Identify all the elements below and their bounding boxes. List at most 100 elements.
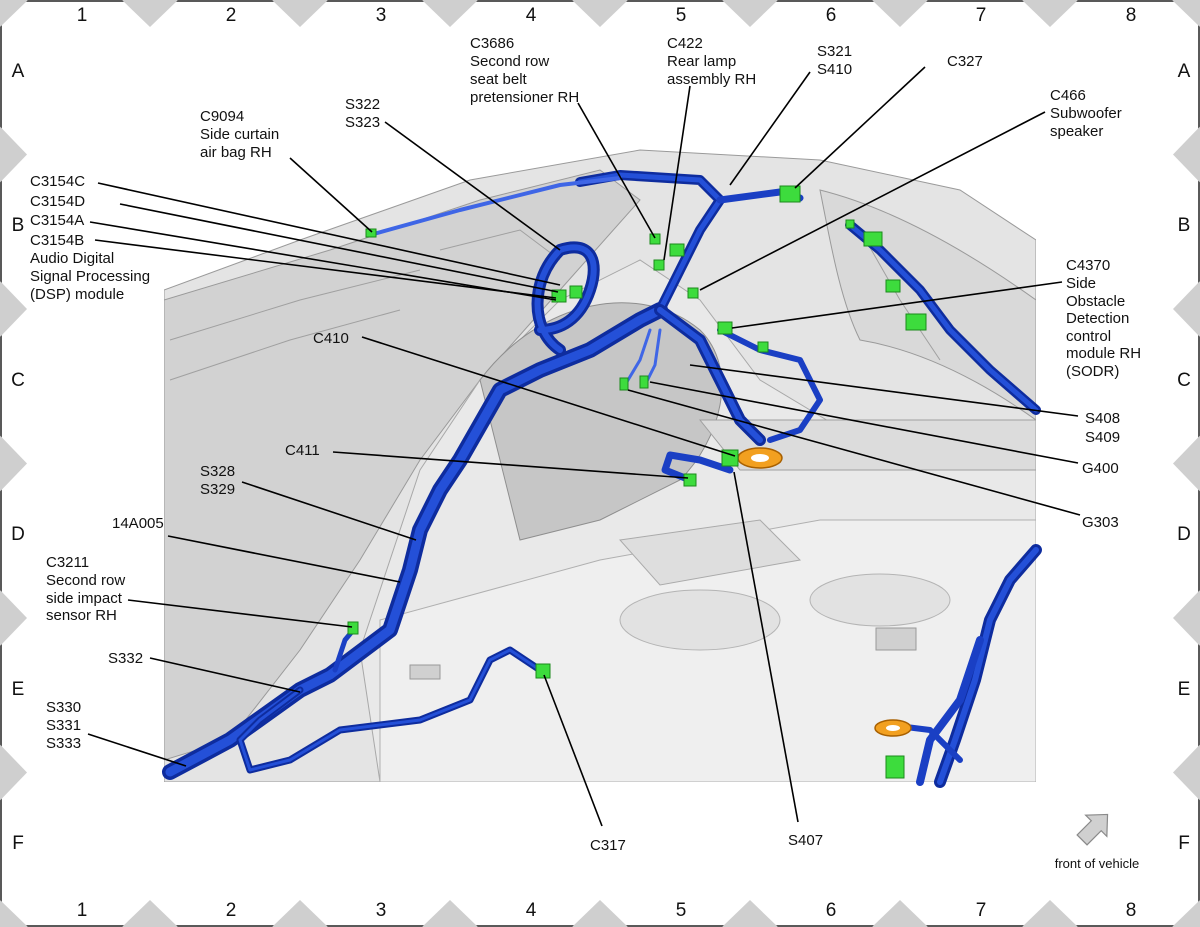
ground-points [737, 447, 912, 737]
grid-marker [1173, 590, 1200, 646]
label-14a005: 14A005 [112, 515, 164, 532]
orientation-label: front of vehicle [1055, 856, 1140, 871]
grid-col-label: 5 [676, 5, 687, 26]
label-g303: G303 [1082, 514, 1119, 531]
label-c422-code: C422 [667, 35, 703, 52]
connector-c422 [669, 243, 685, 257]
grid-marker [722, 0, 778, 27]
callout-c410: C410 [313, 330, 349, 347]
connector-c411 [683, 473, 697, 487]
grid-marker [122, 900, 178, 927]
grid-col-label: 6 [826, 5, 837, 26]
callout-s407: S407 [788, 832, 823, 849]
grid-row-label: D [1177, 524, 1191, 545]
connector-c4370 [863, 231, 883, 247]
label-c466-desc: speaker [1050, 123, 1103, 140]
label-c3211-desc: Second row [46, 572, 125, 589]
label-c4370-desc: Detection [1066, 310, 1129, 327]
label-c3686-desc: Second row [470, 53, 549, 70]
connectors [347, 185, 927, 779]
grid-marker [1022, 0, 1078, 27]
label-s331: S331 [46, 717, 81, 734]
grid-row-label: D [11, 524, 25, 545]
connector-g303 [619, 377, 629, 391]
grid-col-label: 3 [376, 5, 387, 26]
callout-c411: C411 [285, 442, 320, 459]
callout-c3211: C3211 Second row side impact sensor RH [46, 554, 125, 624]
connector-c4370 [905, 313, 927, 331]
grid-marker [0, 0, 28, 27]
grid-marker [0, 744, 27, 801]
label-c4370-desc: (SODR) [1066, 363, 1119, 380]
label-s333: S333 [46, 735, 81, 752]
label-c4370-desc: control [1066, 328, 1111, 345]
label-c410: C410 [313, 330, 349, 347]
grid-col-label: 2 [226, 900, 237, 921]
grid-marker [572, 900, 628, 927]
connector-c327 [779, 185, 801, 203]
callout-c3154: C3154C C3154D C3154A C3154B Audio Digita… [30, 173, 150, 303]
grid-marker [0, 126, 27, 183]
label-s410: S410 [817, 61, 852, 78]
grid-row-label: A [1178, 61, 1191, 82]
callout-c327: C327 [947, 53, 983, 70]
callout-g400: G400 [1082, 460, 1119, 477]
connector-floor [885, 755, 905, 779]
grid-marker [572, 0, 628, 27]
label-c3211-code: C3211 [46, 554, 89, 571]
grid-col-label: 5 [676, 900, 687, 921]
label-c4370-desc: Side [1066, 275, 1096, 292]
grid-marker [0, 590, 27, 646]
grid-columns-bottom: 1 2 3 4 5 6 7 8 [77, 900, 1137, 921]
grid-col-label: 4 [526, 900, 537, 921]
grid-marker [872, 900, 928, 927]
label-c4370-desc: module RH [1066, 345, 1141, 362]
label-c3211-desc: side impact [46, 590, 123, 607]
callout-s408: S408 S409 [1085, 410, 1120, 446]
label-c317: C317 [590, 837, 626, 854]
label-c422-desc: assembly RH [667, 71, 756, 88]
leader-lines [87, 66, 1081, 827]
label-c3154c: C3154C [30, 173, 85, 190]
label-c9094-desc: air bag RH [200, 144, 272, 161]
label-c3211-desc: sensor RH [46, 607, 117, 624]
grid-row-label: B [1178, 215, 1191, 236]
grid-row-label: C [1177, 370, 1191, 391]
grid-rows-right: A B C D E F [1177, 61, 1191, 854]
grid-marker [422, 0, 478, 27]
connector-c410 [721, 449, 739, 467]
grid-marker [0, 281, 27, 337]
label-c422-desc: Rear lamp [667, 53, 736, 70]
grid-markers-vertical [0, 126, 1200, 801]
grid-row-label: A [12, 61, 25, 82]
grid-row-label: E [1178, 679, 1191, 700]
label-s330: S330 [46, 699, 81, 716]
grid-row-label: F [1178, 833, 1190, 854]
connector-c3686 [649, 233, 661, 245]
grid-col-label: 6 [826, 900, 837, 921]
label-c9094-desc: Side curtain [200, 126, 279, 143]
label-s407: S407 [788, 832, 823, 849]
label-c466-code: C466 [1050, 87, 1086, 104]
callout-s328: S328 S329 [200, 463, 235, 498]
connector-c4370 [885, 279, 901, 293]
label-c4370-desc: Obstacle [1066, 293, 1125, 310]
grid-col-label: 8 [1126, 900, 1137, 921]
connector-c9094 [365, 228, 377, 238]
grid-col-label: 4 [526, 5, 537, 26]
grid-marker [1173, 126, 1200, 183]
grid-marker [0, 435, 27, 492]
callout-s332: S332 [108, 650, 143, 667]
grid-marker [0, 900, 28, 927]
label-s328: S328 [200, 463, 235, 480]
callout-s322: S322 S323 [345, 96, 380, 131]
grid-marker [422, 900, 478, 927]
grid-col-label: 1 [77, 5, 88, 26]
grid-columns-top: 1 2 3 4 5 6 7 8 [77, 5, 1137, 26]
grid-marker [872, 0, 928, 27]
label-c4370-code: C4370 [1066, 257, 1110, 274]
label-s332: S332 [108, 650, 143, 667]
label-dsp-desc: Signal Processing [30, 268, 150, 285]
